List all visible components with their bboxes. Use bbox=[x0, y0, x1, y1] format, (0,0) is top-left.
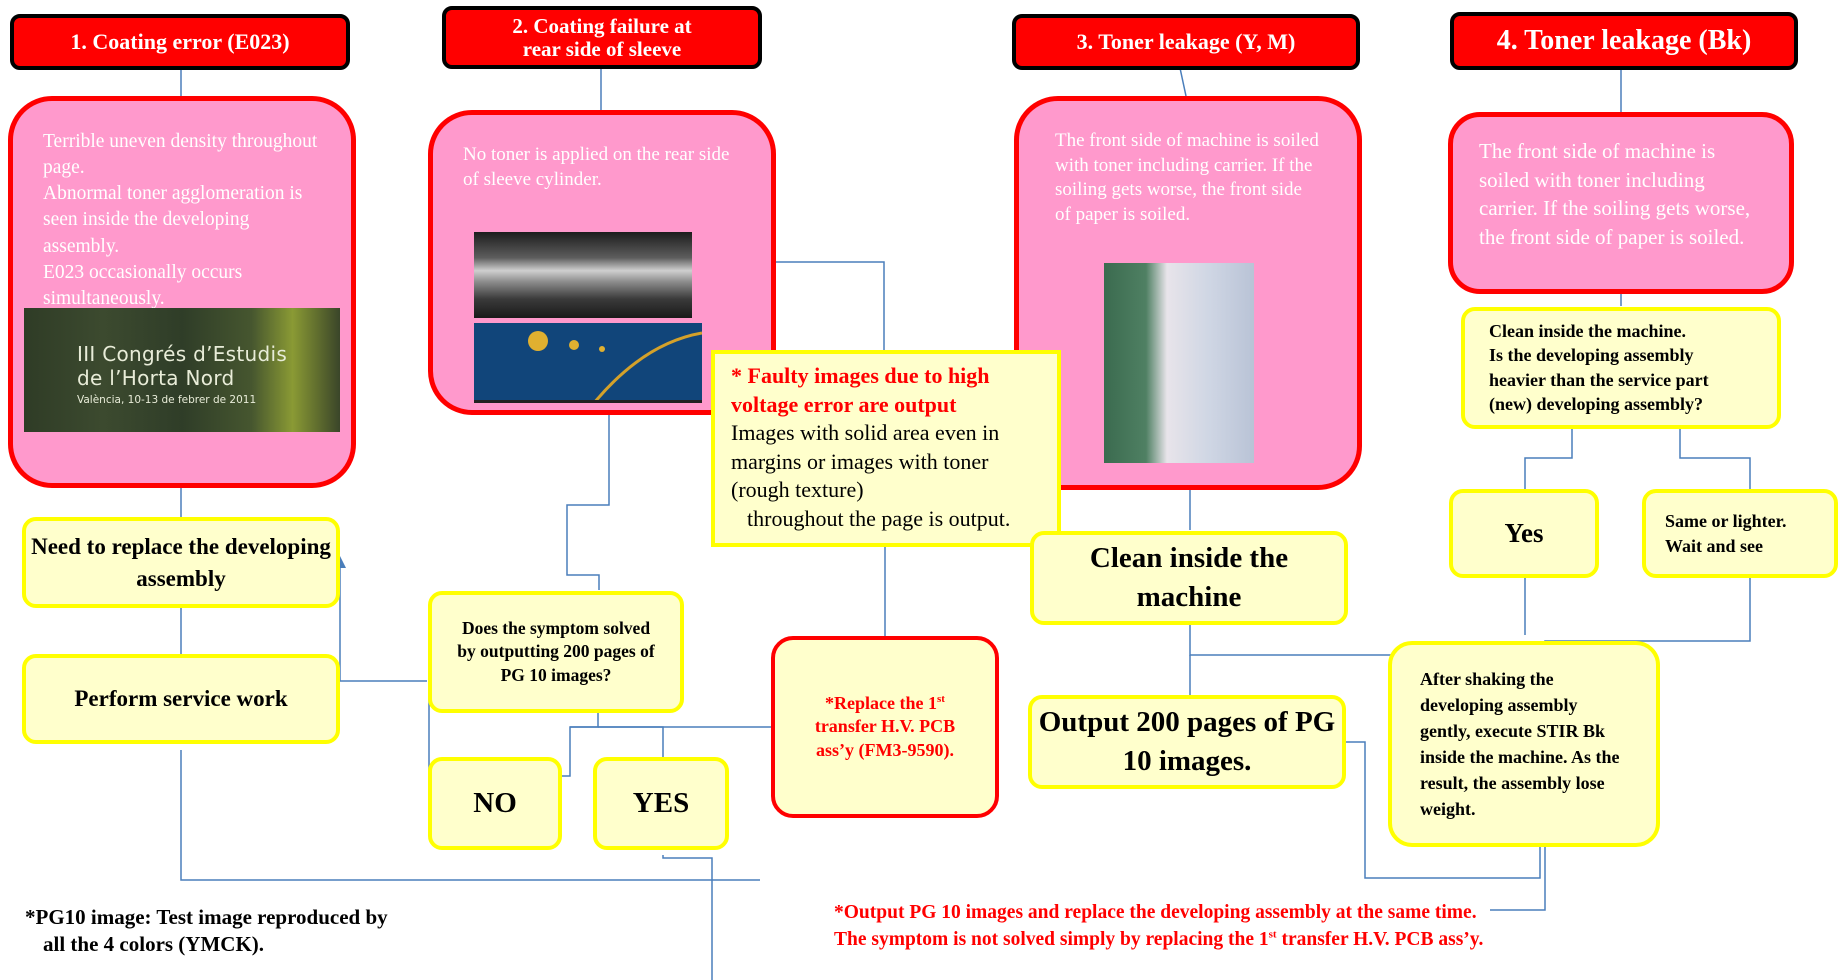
footnote-pg10: *PG10 image: Test image reproduced by al… bbox=[25, 904, 545, 959]
photo-print-sample bbox=[474, 323, 702, 403]
header-coating-failure-line1: 2. Coating failure at bbox=[512, 14, 692, 39]
symptom-box-toner-bk: The front side of machine is soiled with… bbox=[1448, 112, 1794, 294]
box-perform-service-work: Perform service work bbox=[22, 654, 340, 744]
box-output-200-pages-text: Output 200 pages of PG 10 images. bbox=[1038, 705, 1336, 777]
box-clean-question-line2: Is the developing assembly heavier than … bbox=[1489, 345, 1709, 414]
box-replace-hv-pcb: *Replace the 1st transfer H.V. PCB ass’y… bbox=[771, 636, 999, 818]
symptom-line: Abnormal toner agglomeration is seen ins… bbox=[43, 183, 303, 257]
header-toner-leakage-ym: 3. Toner leakage (Y, M) bbox=[1012, 14, 1360, 70]
header-coating-error: 1. Coating error (E023) bbox=[10, 14, 350, 70]
print-sample-graphic bbox=[528, 331, 702, 400]
replace-pcb-post: transfer H.V. PCB ass’y (FM3-9590). bbox=[814, 716, 956, 760]
box-need-replace-developing-text: Need to replace the developing assembly bbox=[31, 534, 331, 591]
note-faulty-images-title: * Faulty images due to high voltage erro… bbox=[731, 363, 990, 417]
header-coating-failure: 2. Coating failure at rear side of sleev… bbox=[442, 6, 762, 69]
box-does-symptom-solved: Does the symptom solved by outputting 20… bbox=[428, 591, 684, 713]
note-faulty-images-body1: Images with solid area even in margins o… bbox=[731, 420, 1000, 503]
box-clean-question-line1: Clean inside the machine. bbox=[1489, 321, 1687, 341]
photo-soiled-paper bbox=[1104, 263, 1254, 463]
photo-poster-line2: de l’Horta Nord bbox=[77, 366, 235, 390]
footnote-pg10-line1: *PG10 image: Test image reproduced by bbox=[25, 905, 388, 929]
box-need-replace-developing: Need to replace the developing assembly bbox=[22, 517, 340, 608]
footnote-red: *Output PG 10 images and replace the dev… bbox=[834, 900, 1834, 954]
box-perform-service-work-text: Perform service work bbox=[74, 686, 288, 711]
box-yes-center-text: YES bbox=[632, 787, 690, 819]
header-coating-error-text: 1. Coating error (E023) bbox=[70, 29, 290, 55]
box-clean-inside: Clean inside the machine bbox=[1030, 531, 1348, 625]
note-faulty-images: * Faulty images due to high voltage erro… bbox=[711, 350, 1061, 547]
symptom-line: Terrible uneven density throughout page. bbox=[43, 131, 318, 179]
replace-pcb-pre: *Replace the 1 bbox=[825, 692, 938, 713]
symptom-text: The front side of machine is soiled with… bbox=[1479, 139, 1751, 249]
box-no: NO bbox=[428, 757, 562, 850]
box-after-shaking: After shaking the developing assembly ge… bbox=[1388, 641, 1660, 847]
header-toner-leakage-bk-text: 4. Toner leakage (Bk) bbox=[1496, 25, 1752, 57]
symptom-text: No toner is applied on the rear side of … bbox=[463, 144, 730, 190]
symptom-text: The front side of machine is soiled with… bbox=[1055, 130, 1319, 226]
header-coating-failure-line2: rear side of sleeve bbox=[522, 36, 682, 61]
box-same-or-lighter-text: Same or lighter. Wait and see bbox=[1665, 511, 1787, 556]
symptom-line: E023 occasionally occurs simultaneously. bbox=[43, 261, 243, 309]
note-faulty-images-body2: throughout the page is output. bbox=[747, 505, 1011, 531]
header-toner-leakage-bk: 4. Toner leakage (Bk) bbox=[1450, 12, 1798, 70]
photo-uneven-density: III Congrés d’Estudis de l’Horta Nord Va… bbox=[24, 308, 340, 432]
footnote-red-line2-pre: The symptom is not solved simply by repl… bbox=[834, 928, 1269, 950]
box-replace-hv-pcb-text: *Replace the 1st transfer H.V. PCB ass’y… bbox=[795, 692, 975, 762]
footnote-red-line2-sup: st bbox=[1268, 928, 1277, 941]
photo-poster-line1: III Congrés d’Estudis bbox=[77, 342, 288, 366]
box-no-text: NO bbox=[473, 787, 517, 819]
box-yes-center: YES bbox=[593, 757, 729, 850]
footnote-red-line2: The symptom is not solved simply by repl… bbox=[834, 927, 1834, 954]
box-same-or-lighter: Same or lighter. Wait and see bbox=[1642, 489, 1838, 578]
replace-pcb-sup: st bbox=[937, 692, 945, 705]
box-yes-right-text: Yes bbox=[1504, 518, 1544, 548]
box-yes-right: Yes bbox=[1449, 489, 1599, 578]
footnote-red-line1: *Output PG 10 images and replace the dev… bbox=[834, 902, 1477, 923]
footnote-pg10-line2: all the 4 colors (YMCK). bbox=[43, 932, 265, 957]
photo-poster-line3: València, 10-13 de febrer de 2011 bbox=[77, 394, 257, 406]
box-does-symptom-solved-text: Does the symptom solved by outputting 20… bbox=[457, 617, 655, 685]
box-after-shaking-text: After shaking the developing assembly ge… bbox=[1420, 668, 1620, 820]
box-clean-question: Clean inside the machine. Is the develop… bbox=[1461, 307, 1781, 429]
box-output-200-pages: Output 200 pages of PG 10 images. bbox=[1028, 695, 1346, 789]
footnote-red-line2-post: transfer H.V. PCB ass’y. bbox=[1276, 928, 1484, 950]
photo-sleeve-cylinder bbox=[474, 232, 692, 318]
box-clean-inside-text: Clean inside the machine bbox=[1089, 541, 1289, 613]
header-toner-leakage-ym-text: 3. Toner leakage (Y, M) bbox=[1076, 29, 1296, 55]
